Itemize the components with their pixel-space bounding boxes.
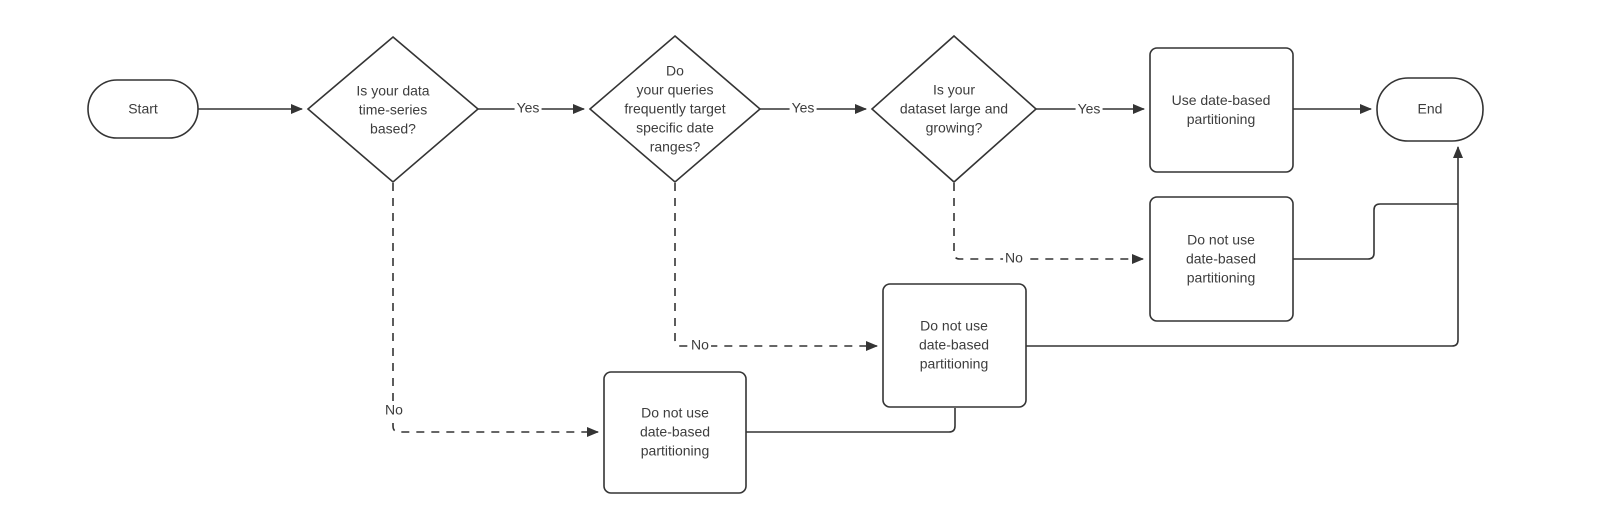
yes-label-q3: Yes [1075,100,1103,117]
no-label-q3: No [1003,249,1025,266]
edge-q1-no-to-box [392,183,599,437]
decision-q1-node [306,35,480,184]
edge-q2-no-to-box [674,183,878,351]
no-label-q1: No [383,401,405,418]
yes-label-q1: Yes [514,99,542,116]
decision-q1-label: Is your data time-series based? [356,82,430,137]
edge-no-box2-to-end-trunk [1026,146,1463,347]
edge-no-box3-to-trunk [1293,203,1458,260]
no-partitioning-node-1 [603,371,747,494]
edge-q3-no-to-box [953,183,1144,264]
use-partitioning-label: Use date-based partitioning [1171,92,1271,127]
no-partitioning-label-3: Do not use date-based partitioning [1185,231,1257,286]
edge-no-box1-to-no-box2 [746,408,956,433]
decision-q3-label: Is your dataset large and growing? [899,81,1009,136]
end-node [1376,77,1484,142]
yes-label-q2: Yes [789,99,817,116]
start-node [87,79,199,139]
no-partitioning-label-1: Do not use date-based partitioning [639,404,711,459]
decision-q2-node [588,34,762,184]
decision-q2-label: Do your queries frequently target specif… [624,62,726,155]
no-partitioning-label-2: Do not use date-based partitioning [918,317,990,372]
start-label: Start [128,100,158,117]
decision-q3-node [870,34,1038,184]
end-label: End [1417,100,1443,117]
no-partitioning-node-2 [882,283,1027,408]
no-label-q2: No [689,336,711,353]
use-partitioning-node [1149,47,1294,173]
no-partitioning-node-3 [1149,196,1294,322]
